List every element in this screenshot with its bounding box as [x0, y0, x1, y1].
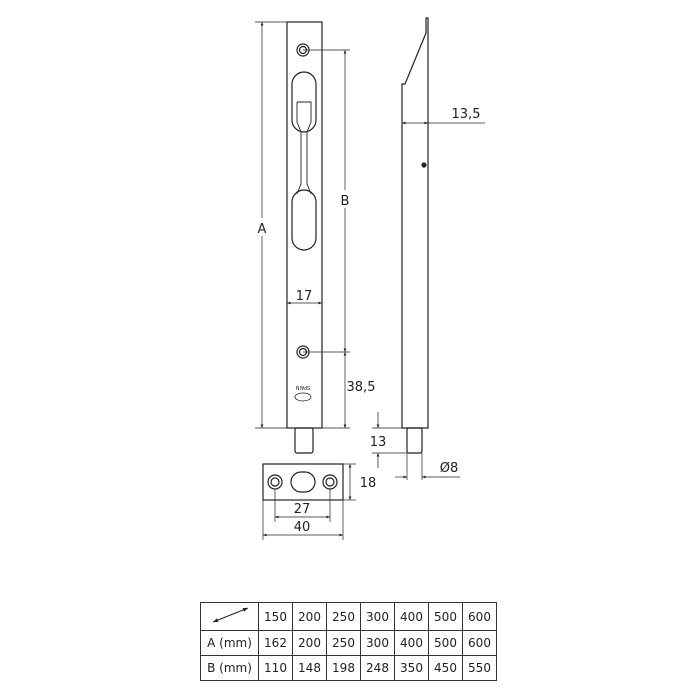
table-cell: 300: [360, 630, 395, 656]
table-cell: 248: [360, 655, 395, 681]
table-cell: 350: [394, 655, 429, 681]
table-cell: 400: [394, 630, 429, 656]
dim-13: 13: [370, 435, 387, 450]
table-cell: 148: [292, 655, 327, 681]
table-cell: 250: [326, 630, 361, 656]
row-label: B (mm): [200, 655, 259, 681]
size-table: 150 200 250 300 400 500 600 A (mm) 162 2…: [200, 602, 497, 681]
table-cell: 500: [428, 630, 463, 656]
dim-8: Ø8: [440, 461, 459, 476]
length-arrow-cell: [200, 602, 259, 631]
table-cell: 450: [428, 655, 463, 681]
row-label: A (mm): [200, 630, 259, 656]
table-cell: 550: [462, 655, 497, 681]
dim-B: B: [341, 194, 350, 209]
brand-logo: [294, 392, 312, 402]
table-cell: 250: [326, 602, 361, 631]
dim-A: A: [258, 222, 267, 237]
table-cell: 600: [462, 602, 497, 631]
dim-27: 27: [294, 502, 311, 517]
table-row: B (mm) 110 148 198 248 350 450 550: [200, 655, 497, 681]
dim-13-5: 13,5: [452, 107, 481, 122]
table-cell: 110: [258, 655, 293, 681]
side-view: [401, 17, 429, 429]
dim-40: 40: [294, 520, 311, 535]
table-row: A (mm) 162 200 250 300 400 500 600: [200, 630, 497, 656]
bolt-pin-side: [406, 427, 423, 454]
slot-top: [291, 71, 317, 133]
slot-bottom: [291, 189, 317, 251]
table-cell: 600: [462, 630, 497, 656]
table-cell: 200: [292, 630, 327, 656]
table-cell: 300: [360, 602, 395, 631]
table-cell: 200: [292, 602, 327, 631]
table-cell: 500: [428, 602, 463, 631]
table-cell: 162: [258, 630, 293, 656]
bolt-pin-front: [294, 427, 314, 454]
table-header-row: 150 200 250 300 400 500 600: [200, 602, 497, 631]
svg-text:SPAIN: SPAIN: [295, 384, 310, 390]
dim-38-5: 38,5: [347, 380, 376, 395]
table-cell: 198: [326, 655, 361, 681]
table-cell: 400: [394, 602, 429, 631]
dim-17: 17: [296, 289, 313, 304]
strike-plate: [262, 463, 344, 501]
double-arrow-icon: [212, 607, 249, 623]
dim-18: 18: [360, 476, 377, 491]
table-cell: 150: [258, 602, 293, 631]
